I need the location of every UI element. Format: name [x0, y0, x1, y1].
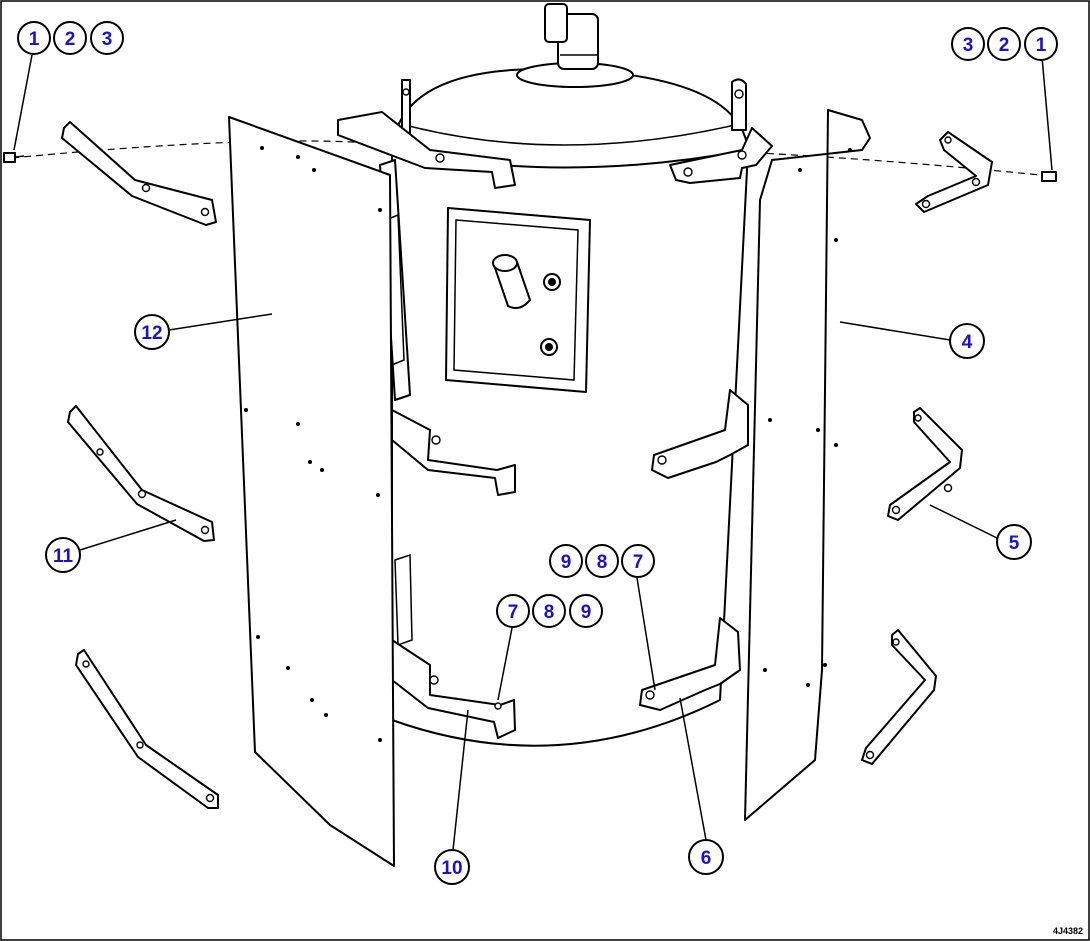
callout-9-right-group: 9	[549, 544, 583, 578]
callout-11: 11	[45, 537, 81, 573]
bracket-top-right	[915, 131, 993, 213]
bracket-mid-right	[887, 407, 963, 521]
svg-text:12: 12	[141, 323, 162, 344]
callout-2-top-left: 2	[53, 21, 87, 55]
callout-6: 6	[688, 839, 724, 875]
bottom-mounting-band	[391, 617, 741, 739]
leader-lines	[13, 54, 1053, 851]
svg-text:10: 10	[441, 858, 462, 879]
svg-text:5: 5	[1009, 533, 1020, 554]
svg-text:1: 1	[1036, 35, 1047, 56]
svg-text:7: 7	[508, 602, 519, 623]
callout-10: 10	[434, 849, 470, 885]
svg-text:6: 6	[701, 848, 712, 869]
callout-1-top-left: 1	[17, 21, 51, 55]
bracket-bottom-right	[861, 629, 937, 765]
bracket-mid-left	[67, 405, 215, 542]
svg-text:8: 8	[544, 602, 555, 623]
svg-text:11: 11	[53, 546, 74, 567]
bolt-left	[3, 152, 25, 163]
svg-text:7: 7	[633, 552, 644, 573]
svg-text:2: 2	[65, 29, 76, 50]
callout-3-top-left: 3	[90, 21, 124, 55]
svg-text:8: 8	[597, 552, 608, 573]
svg-text:3: 3	[963, 35, 974, 56]
lifting-lug-right	[731, 78, 747, 131]
callout-1-top-right: 1	[1024, 27, 1058, 61]
callout-8-left-group: 8	[532, 594, 566, 628]
callout-7-right-group: 7	[621, 544, 655, 578]
svg-text:9: 9	[581, 602, 592, 623]
callout-8-right-group: 8	[585, 544, 619, 578]
access-panel	[445, 207, 591, 393]
svg-text:9: 9	[561, 552, 572, 573]
fastener-alignment-line	[11, 140, 1051, 177]
svg-text:1: 1	[29, 29, 40, 50]
callout-7-left-group: 7	[496, 594, 530, 628]
svg-text:4: 4	[962, 332, 973, 353]
bolt-right	[1041, 171, 1057, 182]
callout-4: 4	[949, 323, 985, 359]
svg-text:2: 2	[999, 35, 1010, 56]
side-panel-left	[228, 116, 395, 867]
figure-id: 4J4382	[1053, 926, 1083, 936]
callout-5: 5	[996, 524, 1032, 560]
mid-mounting-band	[391, 389, 749, 496]
callout-9-left-group: 9	[569, 594, 603, 628]
lifting-lug-left	[401, 79, 411, 136]
tank-body	[337, 3, 773, 747]
svg-text:3: 3	[102, 29, 113, 50]
callout-2-top-right: 2	[987, 27, 1021, 61]
bracket-bottom-left	[75, 649, 219, 809]
callout-3-top-right: 3	[951, 27, 985, 61]
callout-12: 12	[134, 314, 170, 350]
filler-cap-assembly	[544, 3, 599, 70]
top-mounting-band	[337, 111, 773, 189]
bracket-top-left	[61, 121, 217, 226]
side-panel-right	[744, 109, 871, 821]
